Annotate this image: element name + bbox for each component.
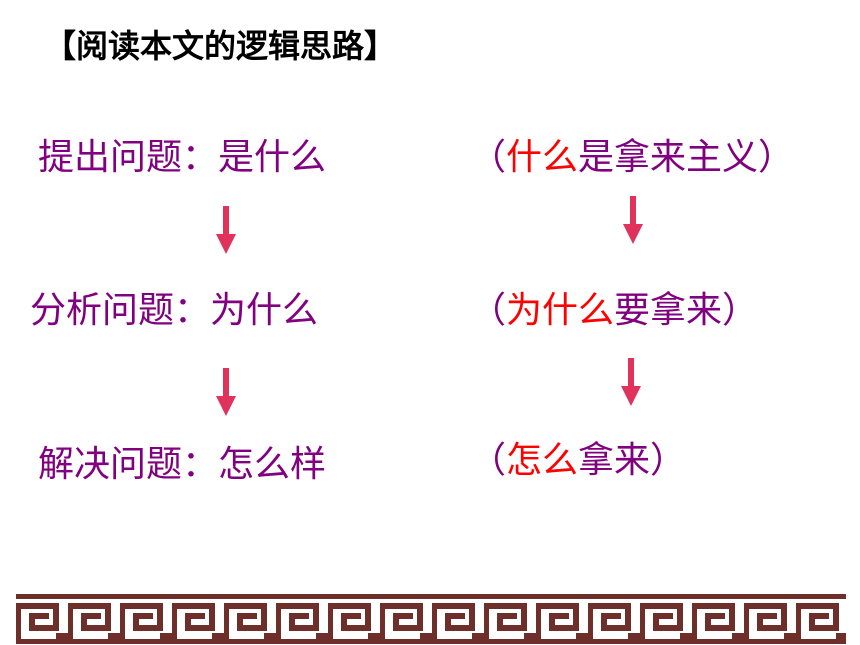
arrow-down-icon	[623, 196, 643, 244]
step-raise-question: 提出问题：是什么	[38, 137, 327, 178]
paren-how: （怎么拿来）	[470, 437, 686, 485]
paren-open: （	[470, 137, 507, 178]
paren-what: （什么是拿来主义）	[470, 134, 794, 182]
paren-close: ）	[758, 137, 795, 178]
highlight-text: 什么	[506, 137, 579, 178]
paren-close: ）	[722, 290, 759, 331]
paren-open: （	[470, 440, 507, 481]
highlight-text: 怎么	[506, 440, 579, 481]
arrow-down-icon	[216, 206, 236, 254]
highlight-text: 为什么	[506, 290, 615, 331]
paren-open: （	[470, 290, 507, 331]
page-title: 【阅读本文的逻辑思路】	[44, 27, 397, 65]
paren-rest: 拿来	[578, 440, 651, 481]
paren-why: （为什么要拿来）	[470, 287, 758, 335]
step-solve-question: 解决问题：怎么样	[38, 444, 327, 485]
paren-close: ）	[650, 440, 687, 481]
paren-rest: 要拿来	[614, 290, 723, 331]
arrow-down-icon	[621, 358, 641, 406]
step-analyze-question: 分析问题：为什么	[30, 290, 319, 331]
greek-key-border	[16, 594, 846, 644]
arrow-down-icon	[216, 368, 236, 416]
paren-rest: 是拿来主义	[578, 137, 759, 178]
